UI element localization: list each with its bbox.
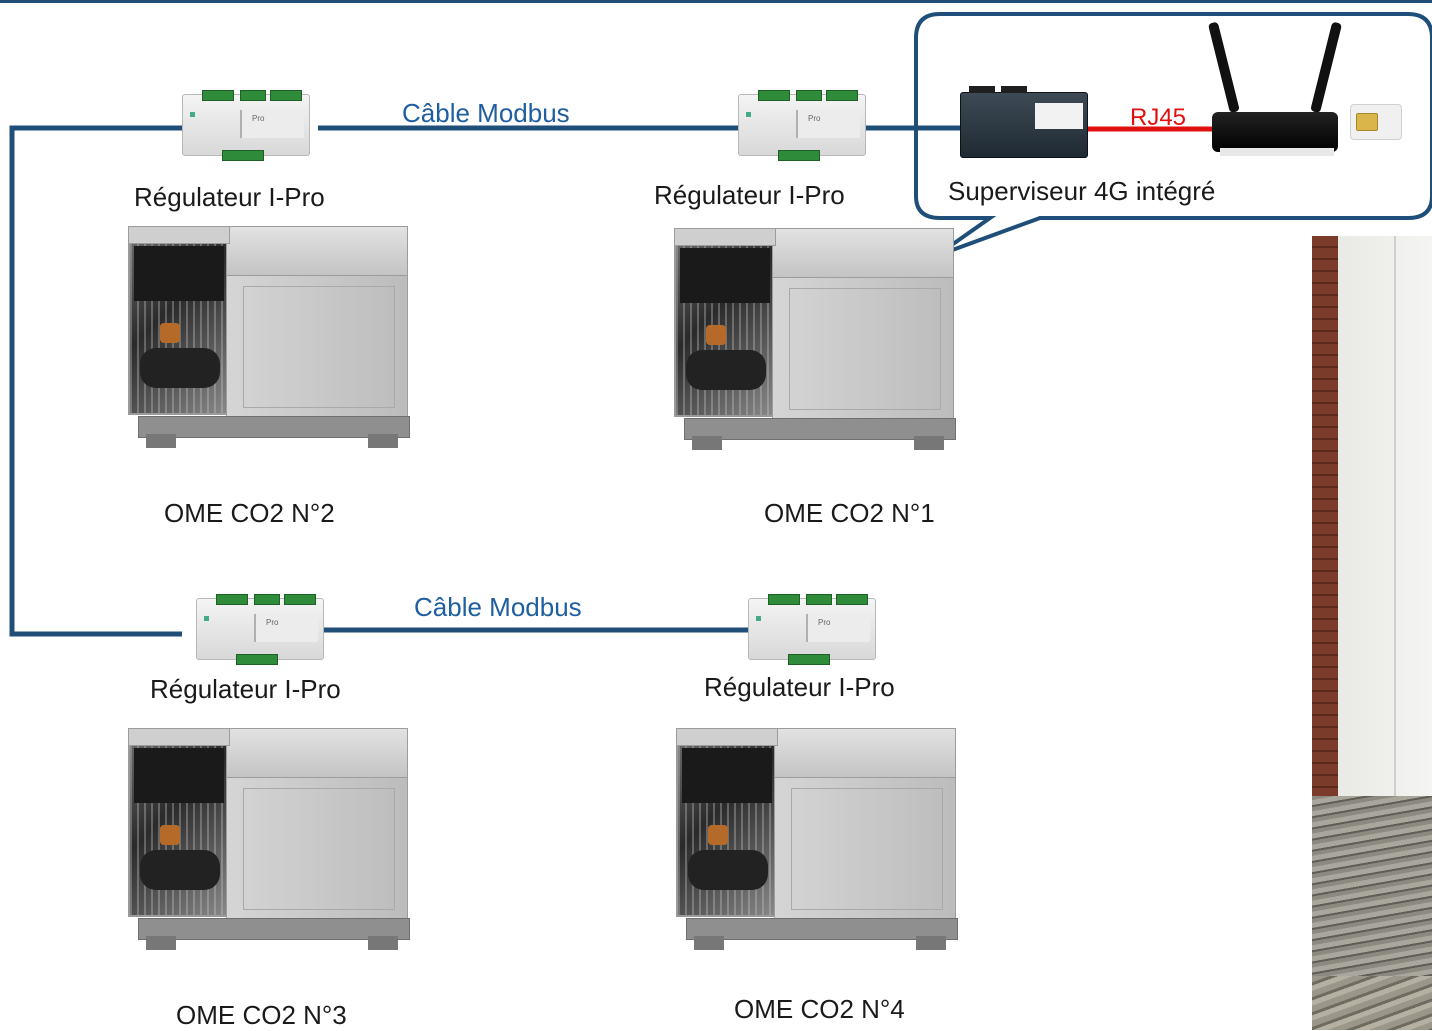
unit-label-1: OME CO2 N°1 [764,498,935,528]
installation-photo [1312,236,1432,1030]
modbus-cable-label-top: Câble Modbus [402,98,570,128]
regulator-module-4: Pro [748,588,876,668]
unit-ome-co2-2 [118,226,418,456]
regulator-label-3: Régulateur I-Pro [150,674,341,704]
module-brand: Pro [252,114,265,123]
module-brand: Pro [818,618,831,627]
regulator-label-2: Régulateur I-Pro [134,182,325,212]
4g-router [1207,20,1343,156]
unit-ome-co2-3 [118,728,418,958]
regulator-module-3: Pro [196,588,324,668]
rj45-label: RJ45 [1130,104,1187,131]
module-brand: Pro [266,618,279,627]
module-brand: Pro [808,114,821,123]
supervisor-controller [960,86,1088,158]
regulator-module-1: Pro [738,84,866,164]
supervisor-label: Superviseur 4G intégré [948,176,1216,206]
unit-ome-co2-4 [666,728,966,958]
unit-label-3: OME CO2 N°3 [176,1000,347,1030]
top-accent-bar [0,0,1432,3]
sim-card-icon [1350,104,1402,140]
unit-label-2: OME CO2 N°2 [164,498,335,528]
modbus-loop-cable [9,125,182,637]
regulator-module-2: Pro [182,84,310,164]
regulator-label-1: Régulateur I-Pro [654,180,845,210]
modbus-cable-label-bottom: Câble Modbus [414,592,582,622]
regulator-label-4: Régulateur I-Pro [704,672,895,702]
unit-label-4: OME CO2 N°4 [734,994,905,1024]
unit-ome-co2-1 [664,228,964,458]
